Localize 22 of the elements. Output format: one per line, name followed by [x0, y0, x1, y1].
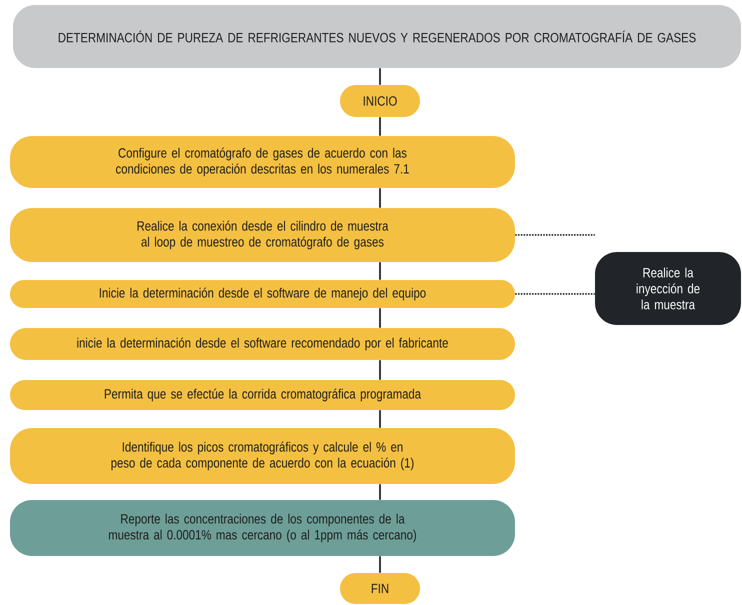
- connector-line: [379, 556, 381, 573]
- process-box: Reporte las concentraciones de los componentes de la muestra al 0.0001% mas cercano (o al 1ppm más cercano): [10, 500, 515, 556]
- process-box: Realice la conexión desde el cilindro de muestra al loop de muestreo de cromatógrafo de gases: [10, 208, 515, 262]
- terminal-box: INICIO: [340, 84, 420, 117]
- title-box: DETERMINACIÓN DE PUREZA DE REFRIGERANTES NUEVOS Y REGENERADOS POR CROMATOGRAFÍA DE GASES: [13, 5, 741, 68]
- connector-line: [379, 308, 381, 328]
- connector-line: [379, 484, 381, 500]
- terminal-box: FIN: [340, 572, 420, 604]
- dotted-connector: [515, 234, 595, 236]
- process-box: Permita que se efectúe la corrida cromatográfica programada: [10, 380, 515, 410]
- process-box: Configure el cromatógrafo de gases de acuerdo con las condiciones de operación descritas en los numerales 7.1: [10, 136, 515, 188]
- connector-line: [379, 262, 381, 280]
- connector-line: [379, 117, 381, 136]
- dotted-connector: [515, 293, 595, 295]
- connector-line: [379, 360, 381, 380]
- process-box: Inicie la determinación desde el software de manejo del equipo: [10, 280, 515, 308]
- connector-line: [379, 410, 381, 428]
- process-box: inicie la determinación desde el software recomendado por el fabricante: [10, 328, 515, 360]
- note-box: Realice la inyección de la muestra: [595, 252, 741, 325]
- process-box: Identifique los picos cromatográficos y calcule el % en peso de cada componente de acuerdo con la ecuación (1): [10, 428, 515, 484]
- connector-line: [379, 68, 381, 85]
- connector-line: [379, 188, 381, 208]
